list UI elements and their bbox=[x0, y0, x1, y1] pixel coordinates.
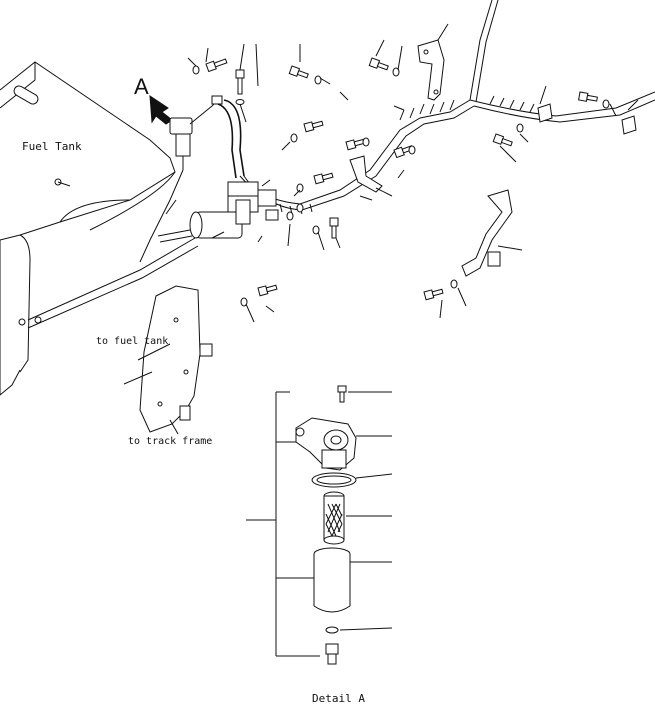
fuel-tank-label: Fuel Tank bbox=[22, 140, 82, 153]
detail-a-arrow bbox=[149, 95, 173, 125]
bolts-and-washers bbox=[192, 57, 610, 307]
mounting-plate bbox=[123, 285, 213, 435]
hose-clips bbox=[279, 95, 535, 215]
to-track-frame-label: to track frame bbox=[128, 436, 213, 447]
detail-a-view bbox=[246, 385, 393, 665]
fuel-filter-assembly bbox=[169, 95, 223, 170]
mounting-bracket-center bbox=[349, 155, 383, 193]
fuel-tank bbox=[0, 61, 199, 396]
hose-clip-right bbox=[537, 103, 637, 135]
mounting-bracket-right bbox=[461, 189, 513, 277]
to-fuel-tank-label: to fuel tank bbox=[96, 336, 169, 347]
leader-lines bbox=[165, 23, 639, 323]
detail-marker-label: A bbox=[134, 74, 149, 99]
detail-caption: Detail A bbox=[312, 692, 365, 705]
water-separator bbox=[157, 181, 279, 243]
mounting-bracket-top bbox=[417, 39, 445, 101]
